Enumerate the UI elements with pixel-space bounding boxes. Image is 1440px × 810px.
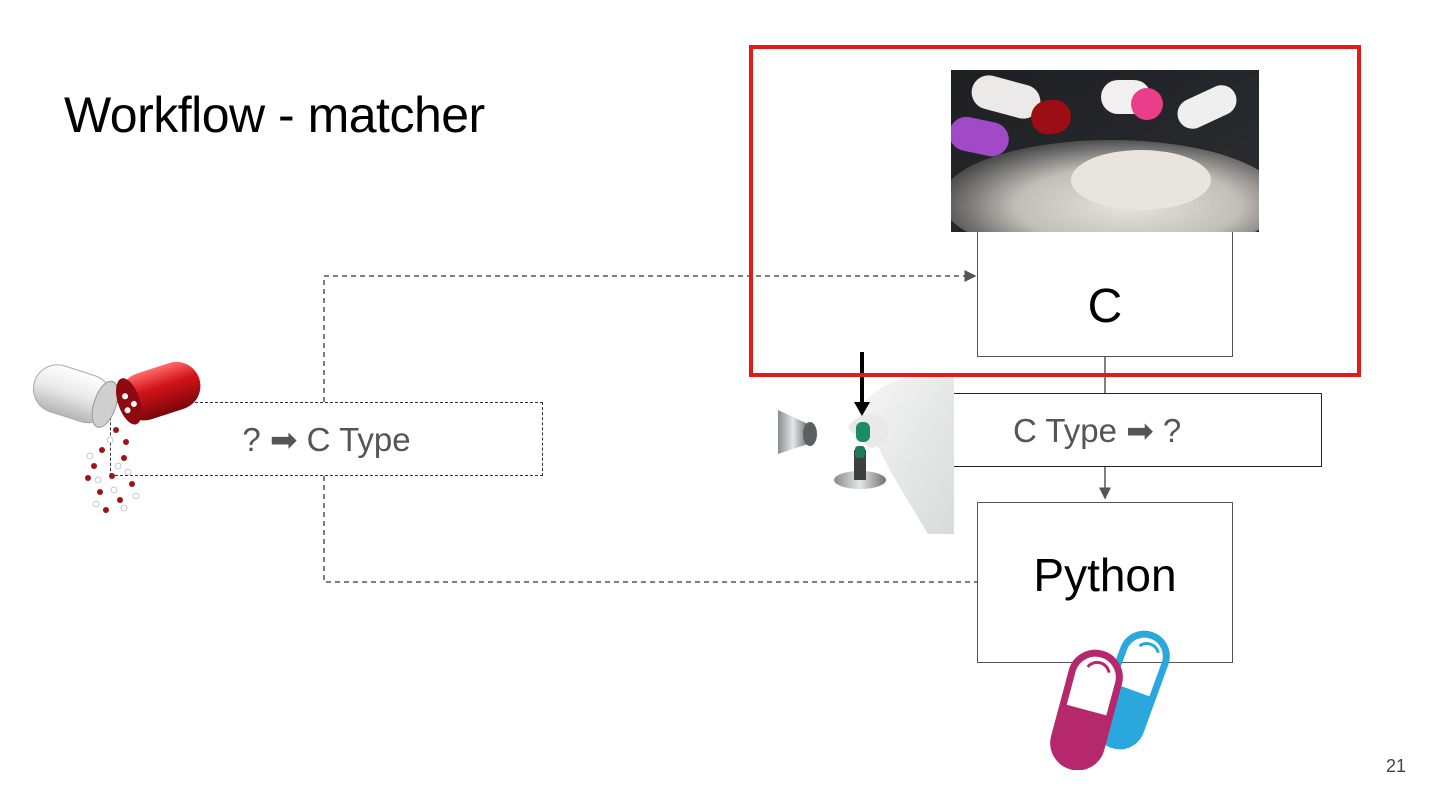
python-node-label: Python — [1033, 548, 1177, 601]
c-node-label: C — [1087, 280, 1123, 333]
dashed-connector-to-python — [323, 476, 977, 583]
page-number: 21 — [1385, 756, 1406, 776]
slide-title: Workflow - matcher — [64, 87, 485, 143]
highlight-frame — [749, 45, 1361, 377]
granules — [85, 427, 135, 513]
dashed-connector-to-c — [323, 270, 977, 402]
two-capsules-icon — [1050, 630, 1170, 770]
unknown-to-ctype-label: ? ➡ C Type — [242, 420, 411, 458]
python-node: Python — [977, 502, 1233, 663]
capsule-filling-photo — [778, 352, 954, 534]
powder-pills-photo — [951, 70, 1259, 232]
unknown-to-ctype-box: ? ➡ C Type — [110, 402, 543, 476]
ctype-to-unknown-box: C Type ➡ ? — [940, 393, 1322, 467]
ctype-to-unknown-label: C Type ➡ ? — [1013, 411, 1182, 449]
open-capsule-icon — [32, 361, 201, 513]
c-node: C — [977, 220, 1233, 357]
